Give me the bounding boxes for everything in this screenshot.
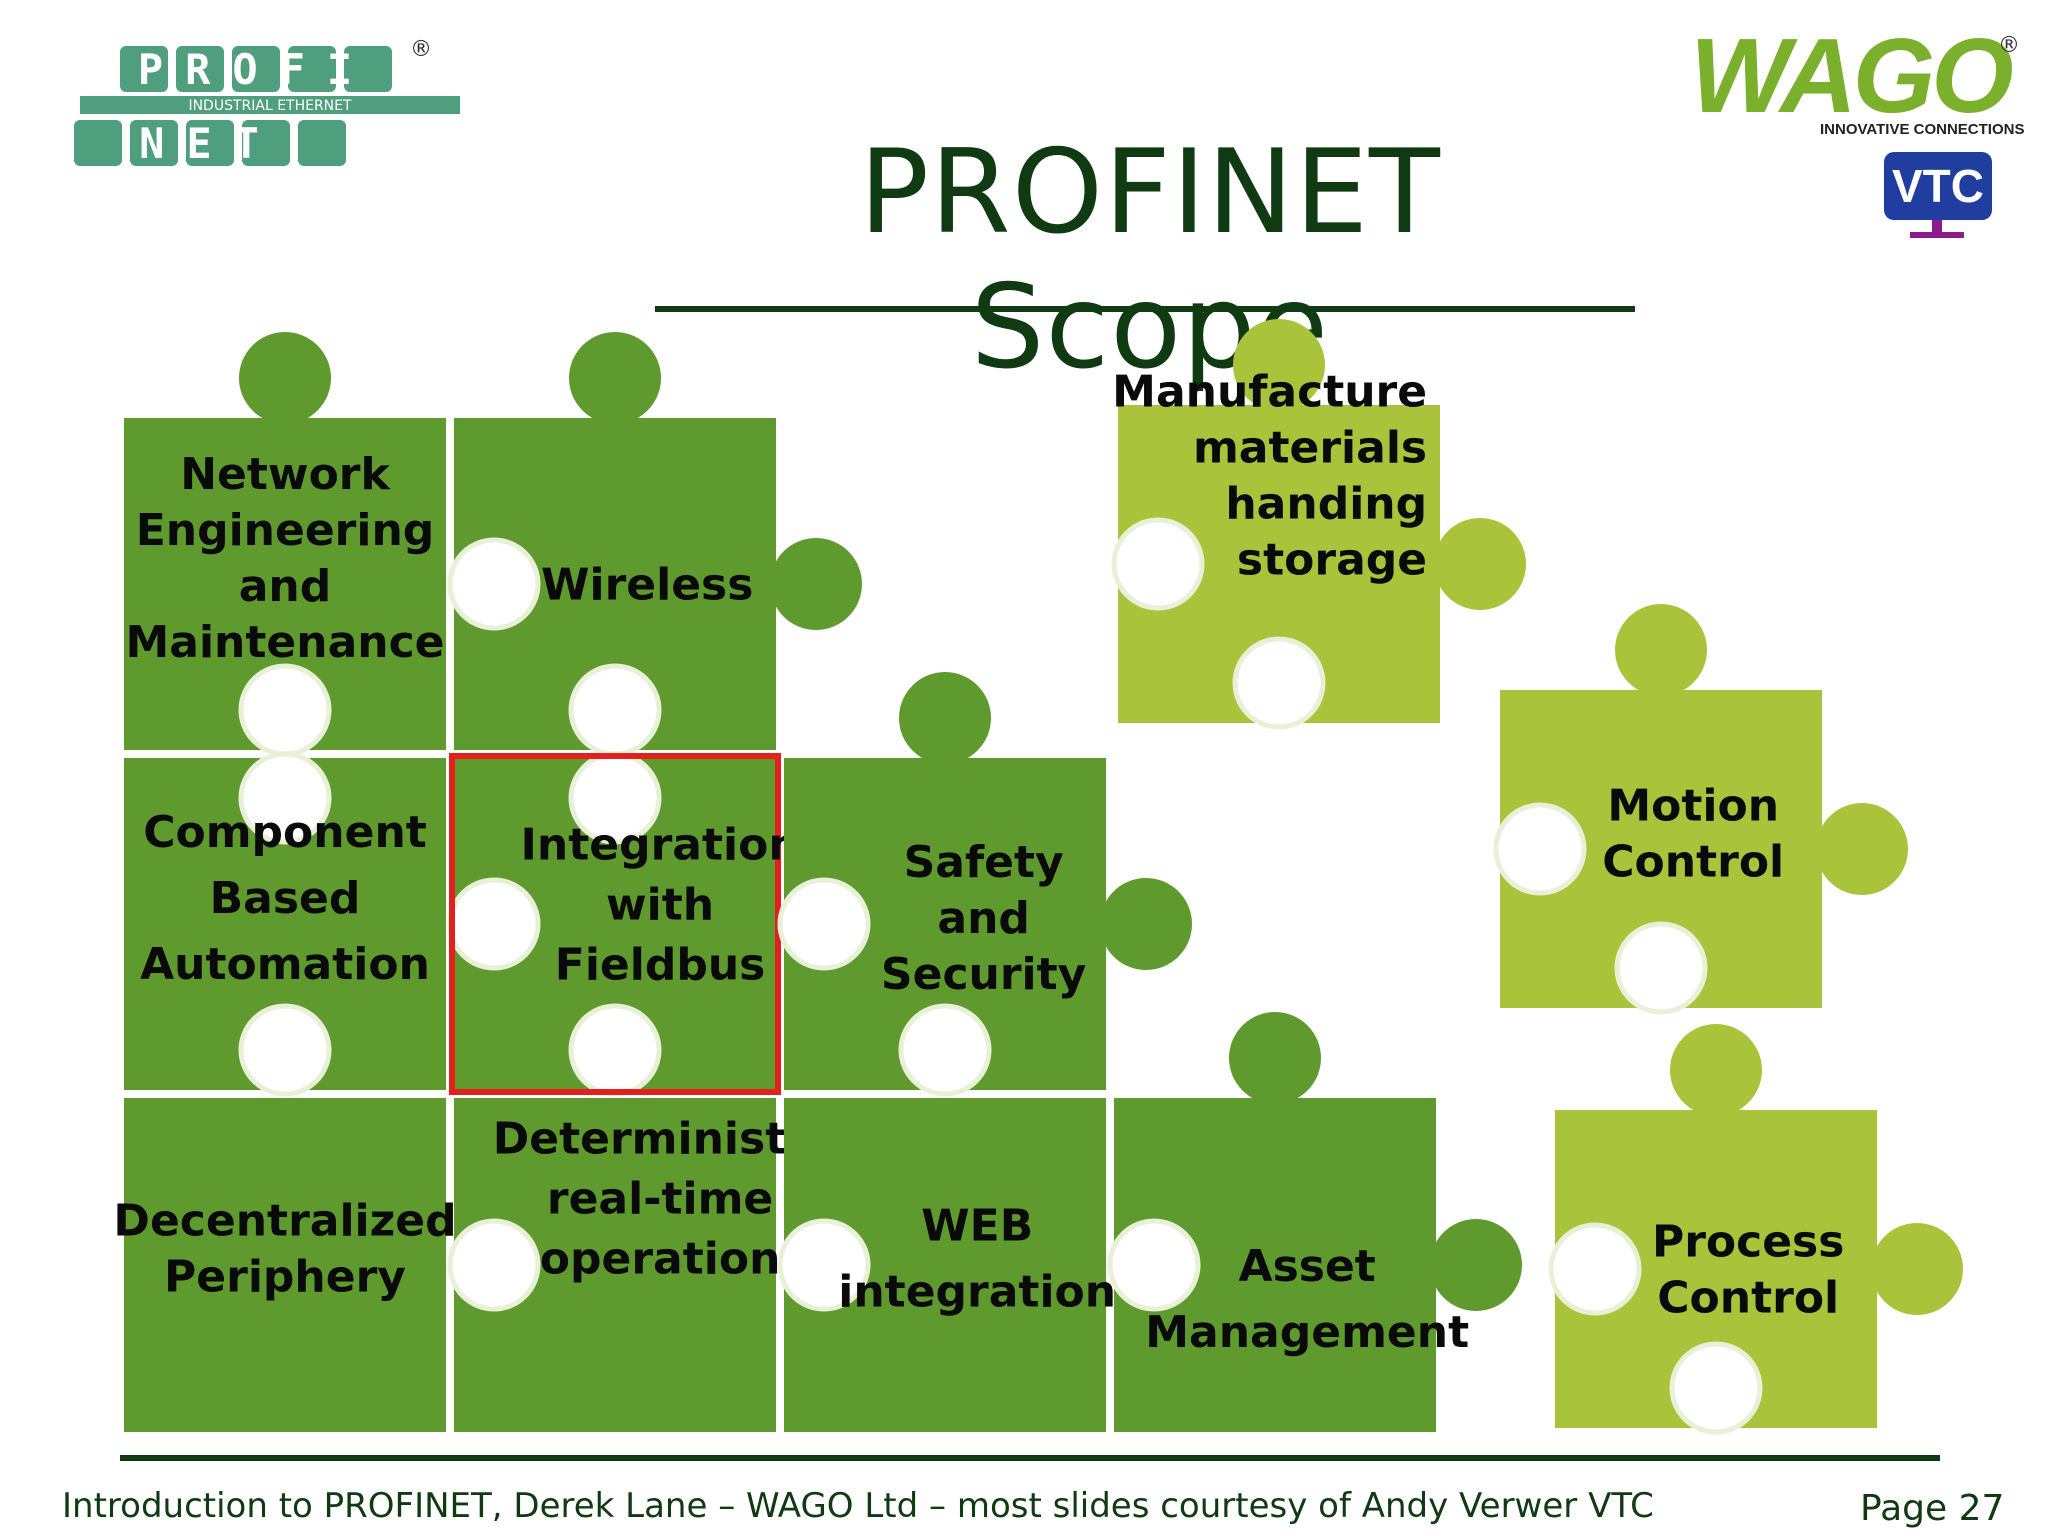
vtc-logo-text: VTC bbox=[1892, 160, 1984, 212]
puzzle-diagram: NetworkEngineeringandMaintenanceWireless… bbox=[113, 319, 1963, 1435]
piece-label-network-line-1: Network bbox=[180, 449, 391, 500]
vtc-logo: VTC bbox=[1884, 152, 1992, 238]
profinet-logo: PROFI INDUSTRIAL ETHERNET NET ® bbox=[74, 37, 460, 168]
piece-label-web-line-1: WEB bbox=[921, 1201, 1033, 1252]
piece-label-safety-line-3: Security bbox=[881, 949, 1086, 1000]
piece-label-component-line-3: Automation bbox=[140, 939, 430, 990]
piece-label-fieldbus-line-1: Integration bbox=[521, 819, 800, 870]
piece-label-deterministic-line-2: real-time bbox=[547, 1174, 773, 1225]
piece-label-decentralized-line-2: Periphery bbox=[164, 1252, 406, 1303]
footer-text: Introduction to PROFINET, Derek Lane – W… bbox=[62, 1486, 1654, 1526]
piece-label-asset-line-2: Management bbox=[1145, 1307, 1469, 1358]
piece-label-fieldbus-line-2: with bbox=[606, 879, 714, 930]
piece-label-network-line-3: and bbox=[239, 561, 332, 612]
piece-label-manufacture-line-2: materials bbox=[1193, 422, 1427, 473]
piece-label-web-line-2: integration bbox=[838, 1267, 1116, 1318]
piece-label-fieldbus-line-3: Fieldbus bbox=[555, 939, 766, 990]
piece-label-network-line-2: Engineering bbox=[136, 505, 435, 556]
profinet-logo-bottom: NET bbox=[139, 119, 281, 168]
piece-label-component-line-1: Component bbox=[143, 807, 427, 858]
piece-label-component-line-2: Based bbox=[210, 873, 361, 924]
piece-label-process-line-2: Control bbox=[1657, 1272, 1839, 1323]
piece-label-deterministic-line-3: operation bbox=[540, 1234, 781, 1285]
puzzle-piece-web: WEB integration bbox=[777, 1098, 1116, 1432]
wago-logo: WAGO ® INNOVATIVE CONNECTIONS bbox=[1690, 22, 2024, 138]
piece-label-motion-line-2: Control bbox=[1602, 837, 1784, 888]
wago-tagline: INNOVATIVE CONNECTIONS bbox=[1820, 121, 2024, 138]
footer-divider bbox=[120, 1455, 1940, 1461]
wago-registered-mark: ® bbox=[1998, 33, 2020, 58]
piece-label-asset-line-1: Asset bbox=[1239, 1241, 1376, 1292]
puzzle-piece-wireless: Wireless bbox=[447, 332, 862, 757]
piece-label-safety-line-2: and bbox=[937, 893, 1030, 944]
piece-label-manufacture-line-1: Manufacture bbox=[1112, 366, 1427, 417]
piece-label-manufacture-line-3: handing bbox=[1225, 478, 1427, 529]
piece-label-wireless-line-1: Wireless bbox=[541, 559, 753, 610]
piece-label-process-line-1: Process bbox=[1652, 1216, 1844, 1267]
title-divider bbox=[655, 306, 1635, 312]
puzzle-piece-deterministic: Deterministic real-time operation bbox=[447, 1098, 828, 1432]
piece-label-deterministic-line-1: Deterministic bbox=[493, 1114, 828, 1165]
piece-label-motion-line-1: Motion bbox=[1607, 781, 1779, 832]
piece-label-manufacture-line-4: storage bbox=[1237, 534, 1427, 585]
profinet-registered-mark: ® bbox=[410, 37, 432, 62]
profinet-logo-band: INDUSTRIAL ETHERNET bbox=[188, 98, 352, 114]
profinet-logo-top: PROFI bbox=[138, 45, 374, 94]
wago-logo-wordmark: WAGO bbox=[1690, 22, 2012, 135]
piece-label-network-line-4: Maintenance bbox=[125, 617, 444, 668]
piece-label-decentralized-line-1: Decentralized bbox=[113, 1196, 456, 1247]
page-number: Page 27 bbox=[1860, 1488, 2005, 1529]
piece-label-safety-line-1: Safety bbox=[904, 837, 1064, 888]
